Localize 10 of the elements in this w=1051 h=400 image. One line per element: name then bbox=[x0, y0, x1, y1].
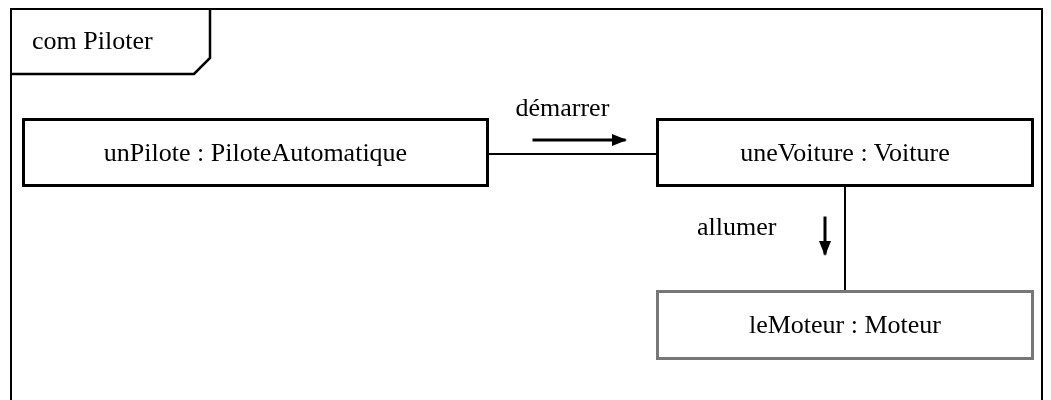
object-name: unPilote : PiloteAutomatique bbox=[103, 137, 408, 168]
connector bbox=[488, 153, 657, 155]
object-box bbox=[22, 118, 489, 187]
object-box bbox=[656, 118, 1034, 187]
connector bbox=[844, 186, 846, 291]
object-name: leMoteur : Moteur bbox=[748, 310, 942, 340]
object-name: uneVoiture : Voiture bbox=[740, 137, 950, 168]
frame-title: com Piloter bbox=[32, 26, 153, 56]
object-box bbox=[656, 290, 1034, 360]
diagram-frame bbox=[10, 8, 1043, 400]
